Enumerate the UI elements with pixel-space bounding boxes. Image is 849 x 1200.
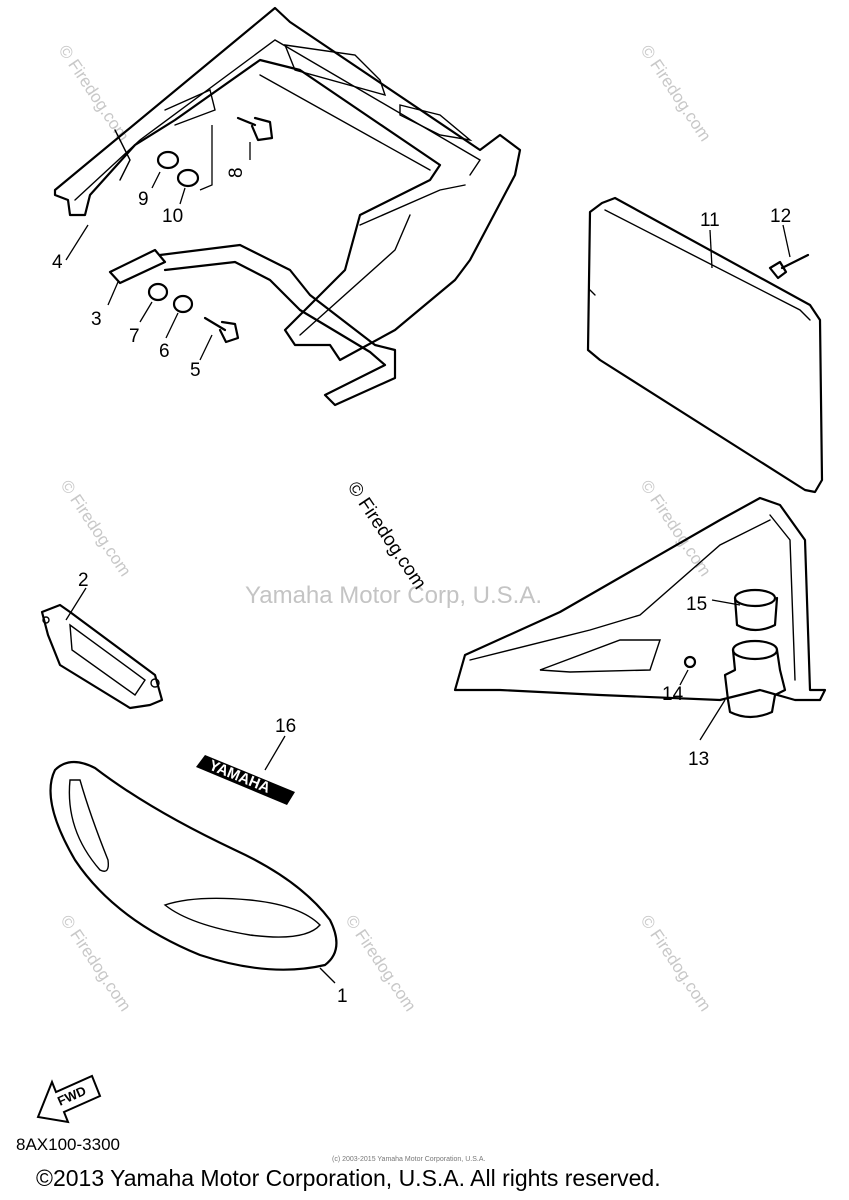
reflector-bracket <box>40 603 164 710</box>
fasteners <box>147 116 274 344</box>
rear-carrier-frame <box>53 6 522 362</box>
callout-3: 3 <box>91 309 102 330</box>
watermark-center-diagonal: © Firedog.com <box>343 478 430 593</box>
front-cover <box>49 760 338 971</box>
callout-1: 1 <box>337 986 348 1007</box>
copyright-notice: ©2013 Yamaha Motor Corporation, U.S.A. A… <box>36 1165 661 1191</box>
bulb-socket-parts <box>683 588 787 719</box>
yamaha-decal: YAMAHA <box>196 755 295 805</box>
decal-logo-text: YAMAHA <box>207 757 273 797</box>
callout-9: 9 <box>138 189 149 210</box>
diagram-code: 8AX100-3300 <box>16 1135 120 1154</box>
callout-8: 8 <box>226 167 247 178</box>
callout-6: 6 <box>159 341 170 362</box>
tail-light-housing <box>453 496 827 702</box>
watermark-mid-right: © Firedog.com <box>637 477 715 580</box>
watermark-low-center: © Firedog.com <box>342 912 420 1015</box>
watermark-top-left: © Firedog.com <box>55 42 133 145</box>
screw-12 <box>768 253 810 280</box>
small-notice: (c) 2003-2015 Yamaha Motor Corporation, … <box>332 1156 485 1163</box>
watermark-mid-left: © Firedog.com <box>57 477 135 580</box>
callout-12: 12 <box>770 206 791 227</box>
watermark-top-right: © Firedog.com <box>637 42 715 145</box>
callout-7: 7 <box>129 326 140 347</box>
side-panel <box>586 196 824 494</box>
callout-numbers: 1 2 3 4 5 6 7 8 9 10 11 12 13 14 15 16 <box>52 167 791 1007</box>
callout-13: 13 <box>688 749 709 770</box>
grab-bar <box>108 243 397 407</box>
callout-11: 11 <box>700 210 720 231</box>
watermark-low-right: © Firedog.com <box>637 912 715 1015</box>
callout-10: 10 <box>162 206 183 227</box>
callout-4: 4 <box>52 252 63 273</box>
callout-16: 16 <box>275 716 296 737</box>
callout-5: 5 <box>190 360 201 381</box>
callout-14: 14 <box>662 684 684 705</box>
leader-lines <box>65 125 791 984</box>
callout-2: 2 <box>78 570 89 591</box>
watermark-center: Yamaha Motor Corp, U.S.A. <box>245 582 542 609</box>
watermark-low-left: © Firedog.com <box>57 912 135 1015</box>
callout-15: 15 <box>686 594 707 615</box>
fwd-arrow-icon: FWD <box>36 1074 102 1124</box>
